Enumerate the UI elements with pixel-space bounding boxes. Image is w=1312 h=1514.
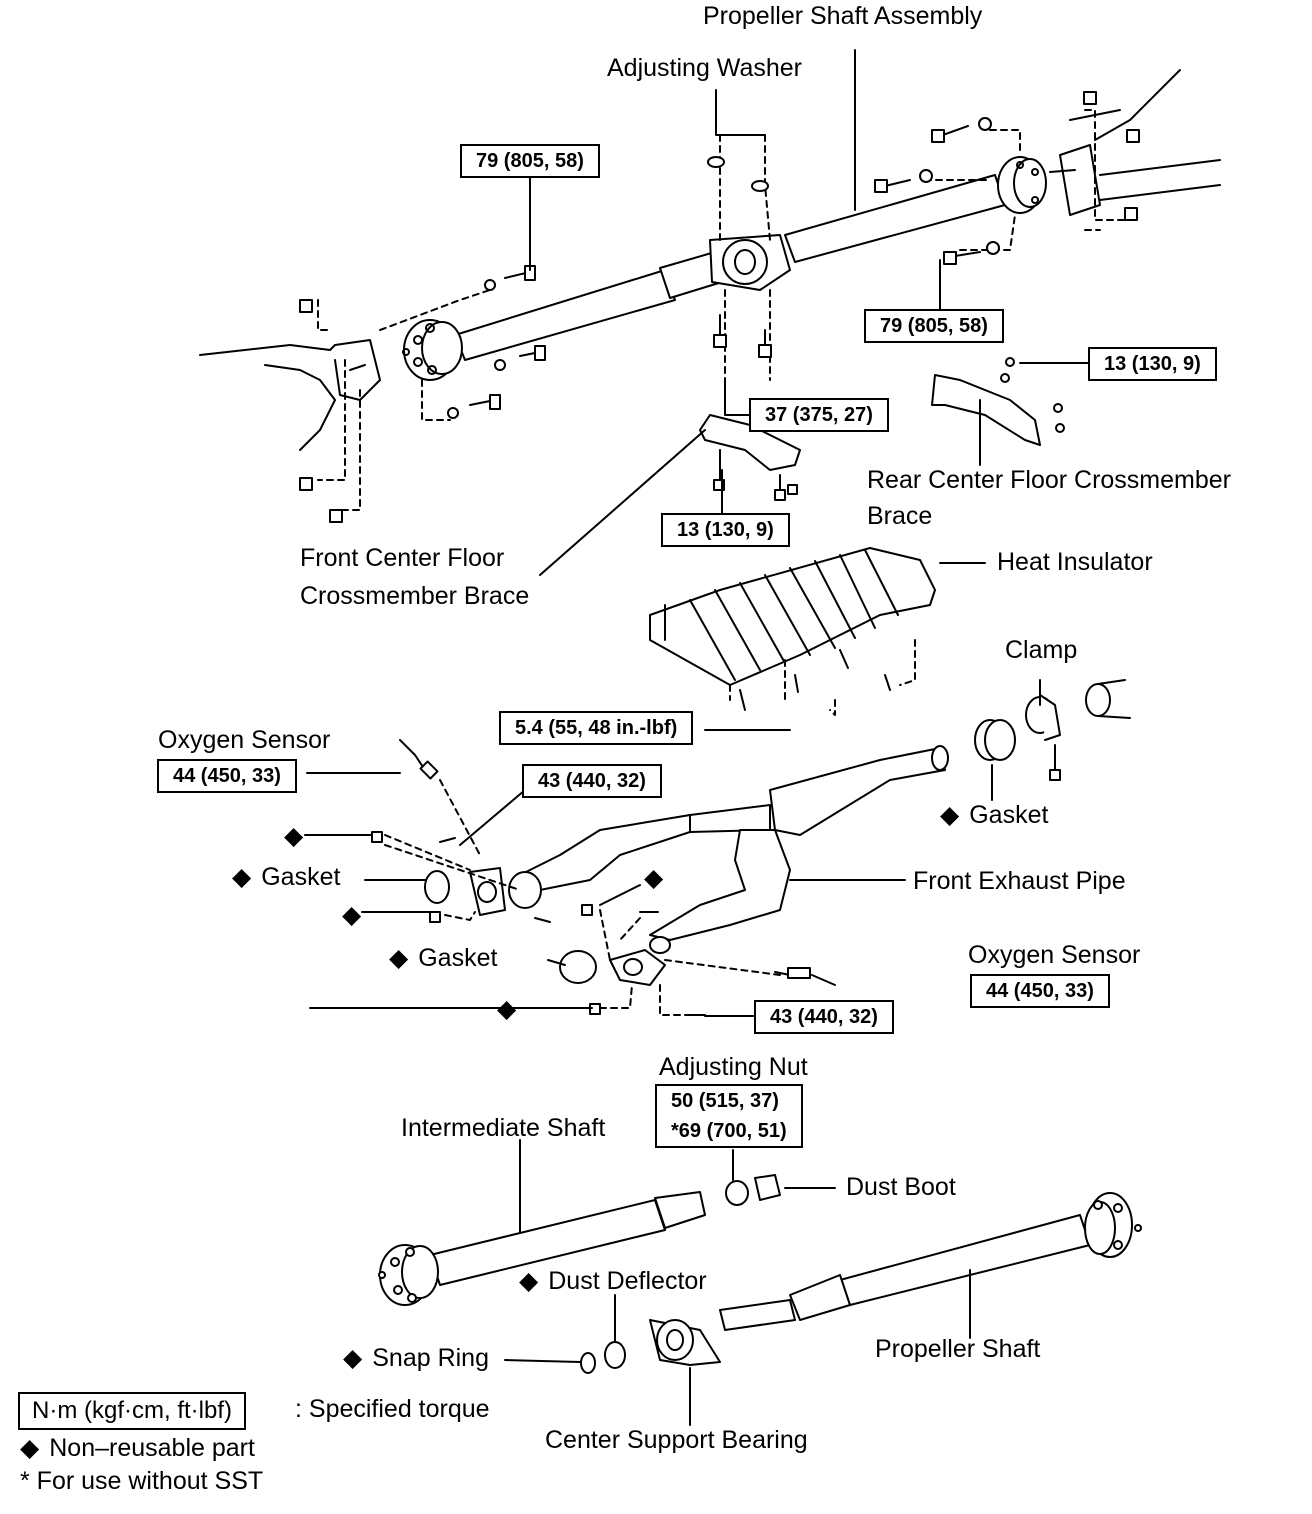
heat-insulator-drawing bbox=[649, 547, 936, 711]
non-reusable-diamond-icon: ◆ bbox=[343, 1344, 363, 1372]
non-reusable-diamond-icon: ◆ bbox=[284, 822, 304, 850]
non-reusable-diamond-icon: ◆ bbox=[497, 995, 517, 1023]
intermediate-shaft-drawing bbox=[378, 1174, 781, 1306]
non-reusable-diamond-icon: ◆ bbox=[644, 864, 664, 892]
torque-center-bearing-bolts: 37 (375, 27) bbox=[749, 398, 889, 432]
label-heat-insulator: Heat Insulator bbox=[997, 548, 1153, 576]
oxygen-sensor-drawings bbox=[399, 739, 836, 986]
label-oxygen-sensor-rear: Oxygen Sensor bbox=[968, 941, 1141, 969]
label-propeller-shaft: Propeller Shaft bbox=[875, 1335, 1041, 1363]
center-bearing-drawing bbox=[580, 1319, 721, 1374]
upper-fasteners bbox=[299, 91, 1140, 523]
torque-oxygen-sensor-front: 44 (450, 33) bbox=[157, 759, 297, 793]
label-adjusting-nut: Adjusting Nut bbox=[659, 1053, 808, 1081]
label-gasket-left-upper: ◆Gasket bbox=[232, 863, 341, 891]
rear-center-brace-drawing bbox=[931, 357, 1065, 446]
torque-front-brace: 13 (130, 9) bbox=[661, 513, 790, 547]
leader-lines bbox=[304, 49, 1091, 1426]
label-gasket-left-lower: ◆Gasket bbox=[389, 944, 498, 972]
torque-adjusting-nut: 50 (515, 37) *69 (700, 51) bbox=[655, 1084, 803, 1148]
front-exhaust-pipe-drawing bbox=[424, 745, 949, 986]
torque-adjusting-nut-standard: 50 (515, 37) bbox=[671, 1090, 779, 1112]
legend-torque-unit-desc: : Specified torque bbox=[295, 1395, 490, 1423]
label-snap-ring: ◆Snap Ring bbox=[343, 1344, 489, 1372]
label-rear-center-brace-line1: Rear Center Floor Crossmember bbox=[867, 466, 1231, 494]
label-clamp: Clamp bbox=[1005, 636, 1078, 664]
clamp-drawing bbox=[974, 679, 1131, 781]
torque-exhaust-nut-lower: 43 (440, 32) bbox=[754, 1000, 894, 1034]
label-front-center-brace-line1: Front Center Floor bbox=[300, 544, 505, 572]
propeller-shaft-assembly-drawing bbox=[402, 156, 1047, 381]
label-front-exhaust-pipe: Front Exhaust Pipe bbox=[913, 867, 1126, 895]
legend-non-reusable: ◆Non–reusable part bbox=[20, 1434, 255, 1462]
torque-heat-insulator: 5.4 (55, 48 in.-lbf) bbox=[499, 711, 694, 745]
exhaust-fasteners bbox=[371, 831, 706, 1016]
transmission-outline bbox=[199, 339, 381, 451]
alignment-lines bbox=[317, 109, 1126, 511]
torque-rear-brace: 13 (130, 9) bbox=[1088, 347, 1217, 381]
label-intermediate-shaft: Intermediate Shaft bbox=[401, 1114, 606, 1142]
non-reusable-diamond-icon: ◆ bbox=[389, 944, 409, 972]
heat-insulator-alignment bbox=[729, 639, 916, 716]
label-propeller-shaft-assembly: Propeller Shaft Assembly bbox=[703, 2, 983, 30]
label-dust-deflector: ◆Dust Deflector bbox=[519, 1267, 707, 1295]
torque-adjusting-nut-without-sst: *69 (700, 51) bbox=[671, 1120, 787, 1142]
legend-torque-unit-box: N·m (kgf·cm, ft·lbf) bbox=[18, 1392, 246, 1430]
label-center-support-bearing: Center Support Bearing bbox=[545, 1426, 808, 1454]
non-reusable-diamond-icon: ◆ bbox=[20, 1434, 40, 1462]
legend-sst-note: * For use without SST bbox=[20, 1467, 264, 1495]
non-reusable-diamond-icon: ◆ bbox=[519, 1267, 539, 1295]
front-center-brace-drawing bbox=[699, 414, 801, 501]
label-gasket-right: ◆Gasket bbox=[940, 801, 1049, 829]
torque-oxygen-sensor-rear: 44 (450, 33) bbox=[970, 974, 1110, 1008]
label-front-center-brace-line2: Crossmember Brace bbox=[300, 582, 530, 610]
torque-flange-rear: 79 (805, 58) bbox=[864, 309, 1004, 343]
non-reusable-diamond-icon: ◆ bbox=[342, 901, 362, 929]
non-reusable-diamond-icon: ◆ bbox=[232, 863, 252, 891]
label-rear-center-brace-line2: Brace bbox=[867, 502, 933, 530]
label-oxygen-sensor-front: Oxygen Sensor bbox=[158, 726, 331, 754]
exhaust-alignment bbox=[384, 779, 781, 1016]
propeller-shaft-drawing bbox=[719, 1192, 1142, 1331]
non-reusable-diamond-icon: ◆ bbox=[940, 801, 960, 829]
torque-flange-front: 79 (805, 58) bbox=[460, 144, 600, 178]
label-dust-boot: Dust Boot bbox=[846, 1173, 956, 1201]
torque-exhaust-nut-upper: 43 (440, 32) bbox=[522, 764, 662, 798]
differential-outline bbox=[1049, 69, 1221, 216]
label-adjusting-washer: Adjusting Washer bbox=[607, 54, 802, 82]
